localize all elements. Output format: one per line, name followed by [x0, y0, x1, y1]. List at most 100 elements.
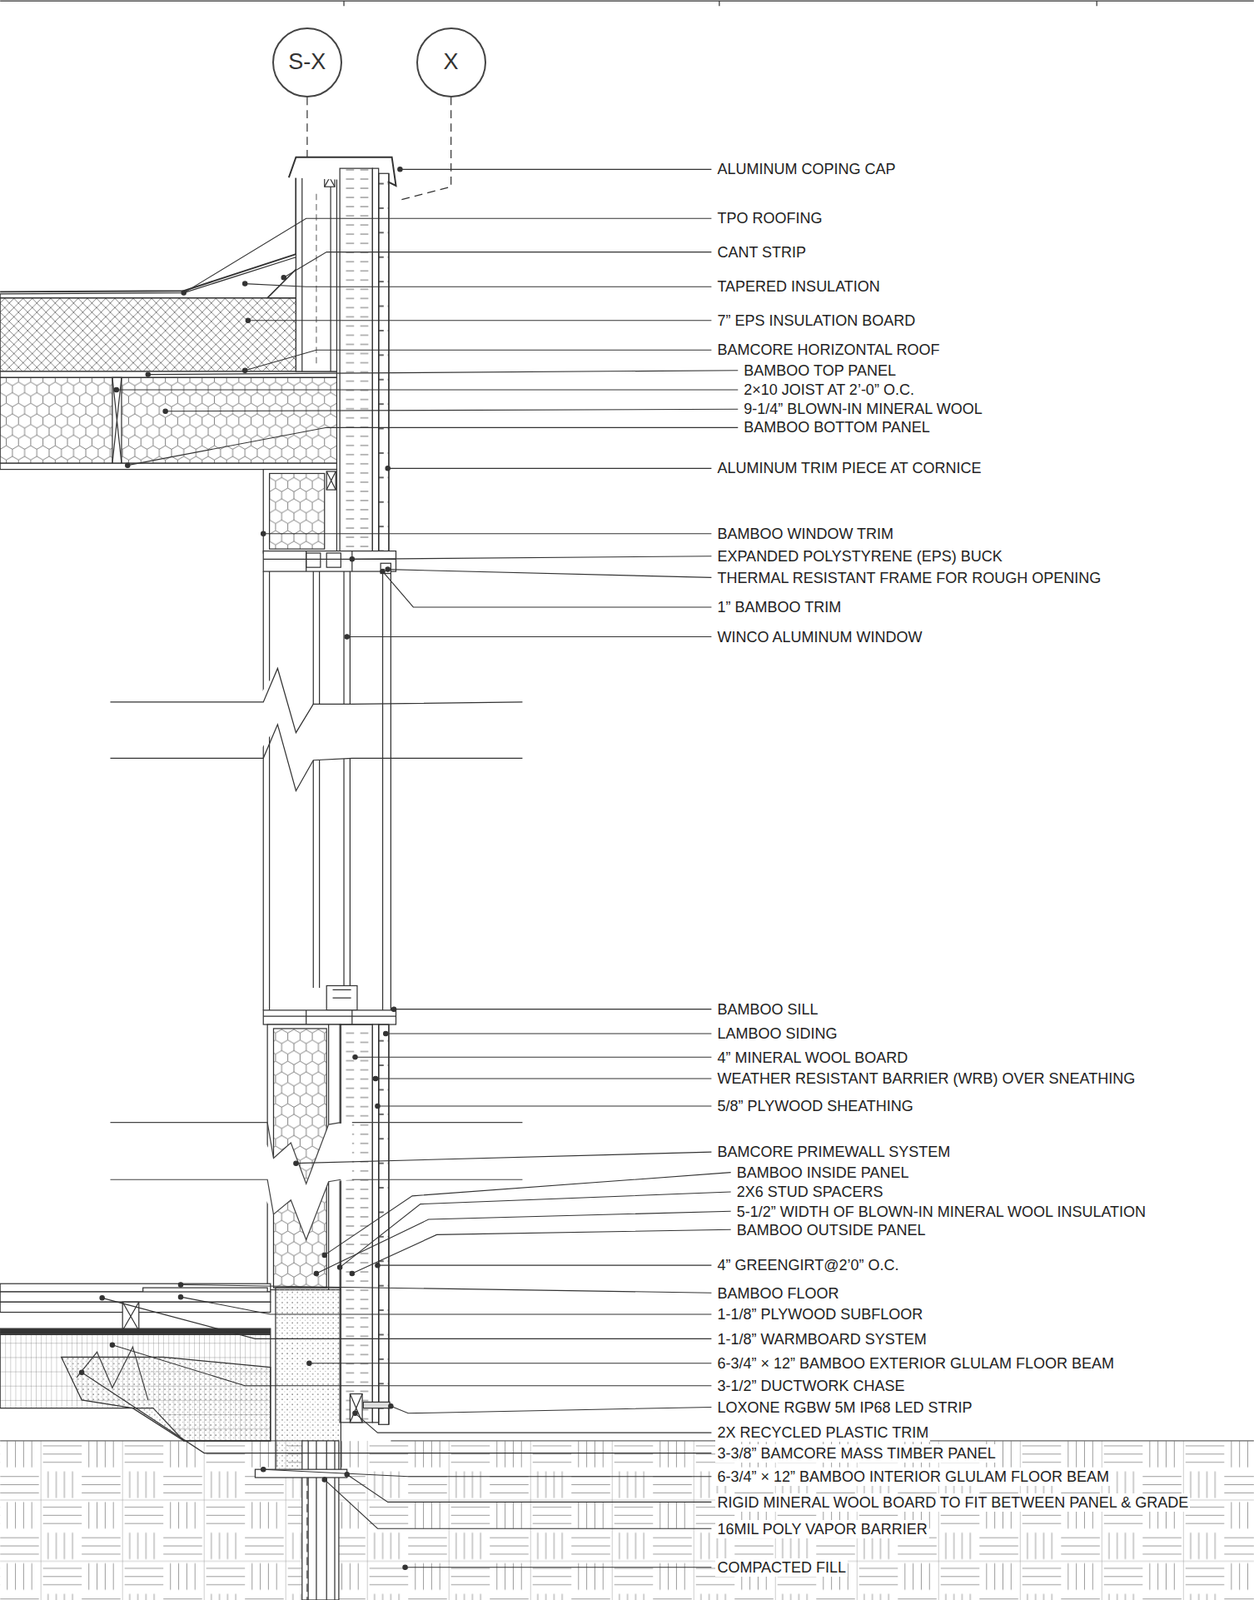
callout-label: TPO ROOFING — [715, 209, 824, 228]
leader-line — [393, 1008, 712, 1010]
leader-line — [248, 319, 712, 321]
callout-label: 2X RECYCLED PLASTIC TRIM — [715, 1423, 931, 1442]
callout-label: BAMBOO BOTTOM PANEL — [741, 418, 931, 437]
leader-line — [165, 408, 739, 411]
callout-label: 5-1/2” WIDTH OF BLOWN-IN MINERAL WOOL IN… — [735, 1202, 1148, 1221]
grid-bubble: X — [416, 27, 487, 98]
leader-dot — [353, 1054, 358, 1060]
leader-dot — [322, 1252, 327, 1257]
leader-dot — [79, 1369, 84, 1374]
leader-dot — [307, 1360, 312, 1365]
callout-label: RIGID MINERAL WOOL BOARD TO FIT BETWEEN … — [715, 1492, 1190, 1512]
leader-line — [388, 467, 712, 469]
callout-label: WINCO ALUMINUM WINDOW — [715, 627, 924, 647]
callout-label: 4” MINERAL WOOL BOARD — [715, 1048, 910, 1067]
callout-label: EXPANDED POLYSTYRENE (EPS) BUCK — [715, 547, 1004, 566]
leader-line — [405, 1566, 712, 1568]
leader-dot — [344, 634, 349, 639]
callout-label: 16MIL POLY VAPOR BARRIER — [715, 1519, 929, 1538]
leader-dot — [242, 281, 247, 286]
callout-label: 9-1/4” BLOWN-IN MINERAL WOOL — [741, 399, 984, 418]
callout-label: BAMBOO INSIDE PANEL — [735, 1163, 911, 1182]
callout-label: 7” EPS INSULATION BOARD — [715, 311, 917, 330]
callout-label: BAMBOO WINDOW TRIM — [715, 524, 896, 543]
leader-line — [399, 169, 712, 170]
leader-line — [316, 1210, 732, 1274]
leader-line — [339, 1191, 732, 1268]
callout-label: TAPERED INSULATION — [715, 277, 881, 296]
leader-dot — [261, 1466, 266, 1471]
leader-line — [180, 1283, 712, 1293]
callout-label: BAMBOO FLOOR — [715, 1283, 841, 1303]
leader-dot — [293, 1160, 299, 1165]
leader-dot — [261, 531, 266, 536]
leader-dot — [114, 387, 119, 392]
callout-label: WEATHER RESISTANT BARRIER (WRB) OVER SNE… — [715, 1069, 1137, 1088]
callout-label: 5/8” PLYWOOD SHEATHING — [715, 1096, 915, 1115]
leader-dot — [403, 1564, 408, 1569]
callout-label: 6-3/4” × 12” BAMBOO INTERIOR GLULAM FLOO… — [715, 1467, 1111, 1486]
leader-line — [324, 1172, 732, 1255]
leader-dot — [373, 1075, 378, 1080]
leader-dot — [380, 568, 385, 573]
leader-line — [295, 1151, 712, 1163]
leader-line — [347, 636, 712, 637]
leader-line — [388, 569, 712, 578]
callout-label: 3-3/8” BAMCORE MASS TIMBER PANEL — [715, 1443, 997, 1463]
leader-line — [127, 427, 738, 465]
callout-label: BAMCORE HORIZONTAL ROOF — [715, 340, 941, 359]
leader-dot — [322, 1477, 327, 1482]
callout-label: 1” BAMBOO TRIM — [715, 597, 843, 617]
leader-dot — [385, 567, 390, 572]
leader-line — [352, 1229, 732, 1274]
leader-line — [324, 1478, 712, 1528]
leader-line — [148, 370, 738, 375]
leader-line — [263, 532, 712, 534]
leader-dot — [313, 1270, 319, 1275]
leader-dot — [178, 1282, 183, 1287]
leader-line — [383, 571, 712, 608]
callout-label: 3-1/2” DUCTWORK CHASE — [715, 1376, 906, 1395]
leader-dot — [375, 1262, 380, 1267]
leader-dot — [181, 290, 186, 295]
callout-label: ALUMINUM COPING CAP — [715, 159, 897, 179]
callout-label: 4” GREENGIRT@2’0” O.C. — [715, 1255, 901, 1274]
leader-line — [116, 388, 738, 390]
leader-dot — [337, 1264, 342, 1269]
leader-line — [244, 283, 712, 288]
callout-label: CANT STRIP — [715, 243, 808, 262]
leader-dot — [391, 1006, 396, 1011]
leader-line — [385, 1033, 712, 1035]
leader-dot — [281, 275, 286, 280]
grid-bubble: S-X — [272, 27, 343, 98]
callout-label: THERMAL RESISTANT FRAME FOR ROUGH OPENIN… — [715, 568, 1103, 588]
leader-dot — [178, 1293, 183, 1299]
leader-line — [377, 1264, 712, 1266]
leader-dot — [99, 1295, 105, 1300]
callout-label: COMPACTED FILL — [715, 1557, 848, 1577]
callout-label: 1-1/8” WARMBOARD SYSTEM — [715, 1329, 928, 1349]
leader-line — [112, 1344, 712, 1386]
leader-line — [347, 1473, 712, 1502]
callout-label: BAMBOO OUTSIDE PANEL — [735, 1220, 928, 1240]
leader-dot — [385, 466, 390, 471]
callout-label: LAMBOO SIDING — [715, 1024, 839, 1043]
leader-line — [352, 556, 712, 560]
leader-line — [244, 349, 712, 371]
leader-dot — [349, 1270, 354, 1275]
leader-line — [355, 1056, 712, 1058]
callout-label: BAMBOO SILL — [715, 1000, 820, 1019]
grid-label: S-X — [288, 50, 326, 74]
leader-line — [263, 1468, 712, 1477]
leader-dot — [125, 462, 130, 468]
leader-line — [308, 1362, 712, 1364]
leader-dot — [349, 557, 354, 562]
callout-label: BAMCORE PRIMEWALL SYSTEM — [715, 1142, 952, 1161]
leader-dot — [353, 1410, 358, 1415]
grid-label: X — [443, 50, 459, 74]
leader-dot — [375, 1103, 380, 1108]
leader-line — [375, 1077, 712, 1079]
callout-label: ALUMINUM TRIM PIECE AT CORNICE — [715, 458, 983, 478]
leader-dot — [242, 368, 247, 373]
